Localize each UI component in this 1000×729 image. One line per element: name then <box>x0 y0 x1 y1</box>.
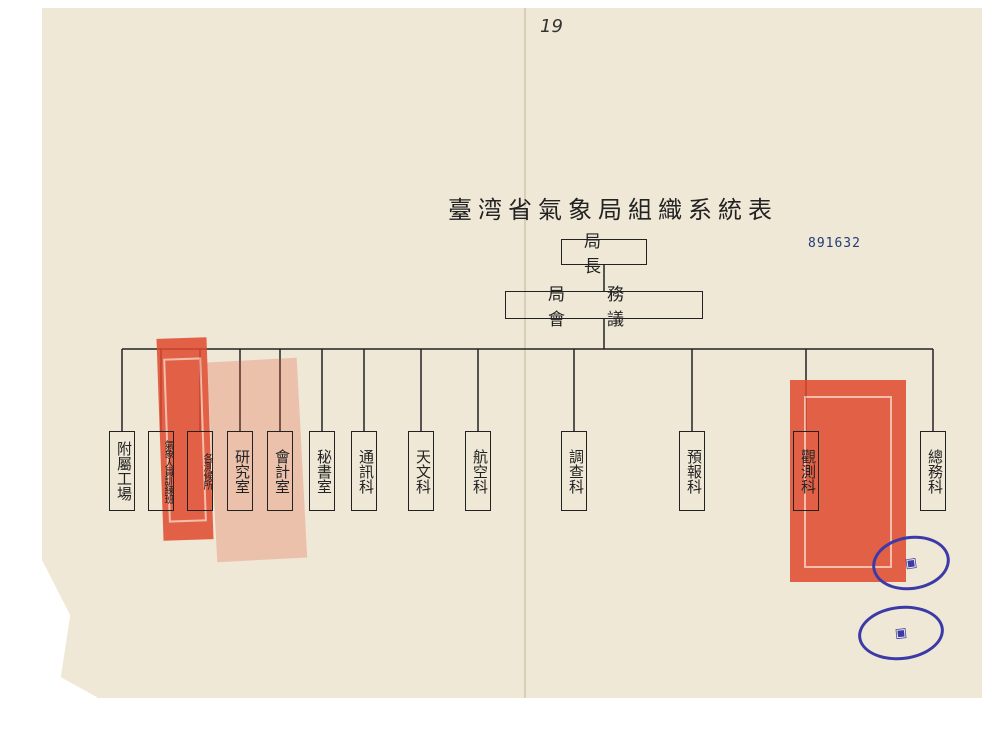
red-seal-right <box>790 380 906 582</box>
unit-box-6: 通訊科 <box>351 431 377 511</box>
unit-box-4: 會計室 <box>267 431 293 511</box>
unit-box-3: 研究室 <box>227 431 253 511</box>
document-title: 臺湾省氣象局組織系統表 <box>448 196 778 224</box>
unit-box-11: 觀測科 <box>793 431 819 511</box>
council-box: 局務會議 <box>505 285 703 330</box>
unit-box-1: 氣象人員訓練班 <box>148 431 174 511</box>
document-number: 891632 <box>808 236 861 251</box>
page-number: 19 <box>540 16 563 37</box>
unit-box-10: 預報科 <box>679 431 705 511</box>
chief-box: 局長 <box>561 232 647 277</box>
unit-box-8: 航空科 <box>465 431 491 511</box>
unit-box-7: 天文科 <box>408 431 434 511</box>
unit-box-0: 附屬工場 <box>109 431 135 511</box>
unit-box-2: 各測候所 <box>187 431 213 511</box>
unit-box-12: 總務科 <box>920 431 946 511</box>
unit-box-9: 調查科 <box>561 431 587 511</box>
unit-box-5: 秘書室 <box>309 431 335 511</box>
